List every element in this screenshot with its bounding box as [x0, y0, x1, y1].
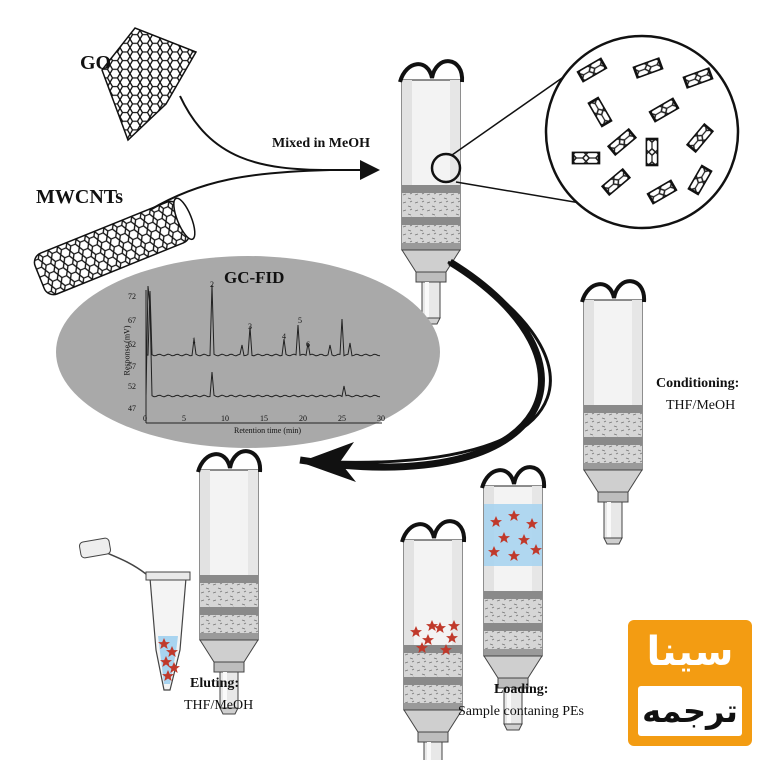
eluting-title: Eluting:	[190, 676, 240, 691]
chrom-xtick-label: 0	[143, 414, 147, 423]
chrom-xlabel: Retention time (min)	[234, 426, 302, 435]
graphene-oxide-sheet	[101, 27, 198, 142]
logo-inner-box: ترجمه	[638, 686, 742, 736]
gcfid-title: GC-FID	[224, 268, 285, 287]
chrom-ytick-label: 62	[128, 340, 136, 349]
conditioning-solvent: THF/MeOH	[666, 398, 736, 413]
sina-tarjome-logo: سینا ترجمه	[628, 620, 752, 746]
loading-description: Sample contaning PEs	[458, 704, 584, 719]
chrom-xtick-label: 30	[377, 414, 385, 423]
conditioning-title: Conditioning:	[656, 376, 740, 391]
eluting-cartridge	[196, 449, 263, 716]
chrom-xtick-label: 10	[221, 414, 229, 423]
chrom-peak-label: 6	[306, 340, 310, 349]
collection-tube	[78, 537, 191, 691]
chrom-xtick-label: 15	[260, 414, 268, 423]
flow-arrow	[299, 259, 545, 471]
chrom-xtick-label: 25	[338, 414, 346, 423]
mixed-cartridge	[398, 59, 465, 326]
chrom-ytick-label: 47	[128, 404, 136, 413]
chrom-peak-label: 2	[210, 280, 214, 289]
chrom-ytick-label: 57	[128, 362, 136, 371]
chrom-xtick-label: 5	[182, 414, 186, 423]
chrom-peak-label: 4	[282, 332, 286, 341]
chrom-peak-label: 5	[298, 316, 302, 325]
chrom-ytick-label: 72	[128, 292, 136, 301]
chrom-ytick-label: 67	[128, 316, 136, 325]
logo-top-text: سینا	[646, 629, 734, 675]
mwcnt-arrow	[149, 160, 380, 211]
loading-title: Loading:	[494, 682, 549, 697]
chrom-ytick-label: 52	[128, 382, 136, 391]
flow-arrowhead	[300, 442, 356, 482]
carbon-nanotube	[33, 197, 196, 296]
eluting-solvent: THF/MeOH	[184, 698, 254, 713]
conditioning-cartridge	[580, 279, 647, 546]
mixed-label: Mixed in MeOH	[272, 136, 370, 151]
chrom-xtick-label: 20	[299, 414, 307, 423]
chrom-peak-label: 1	[192, 336, 196, 345]
zoom-lens	[430, 152, 462, 184]
logo-bottom-text: ترجمه	[642, 692, 738, 730]
chrom-peak-label: 3	[248, 322, 252, 331]
mwcnts-label: MWCNTs	[36, 186, 124, 208]
go-arrow	[179, 95, 331, 171]
go-label: GO	[80, 52, 112, 74]
chromatogram	[145, 284, 382, 424]
